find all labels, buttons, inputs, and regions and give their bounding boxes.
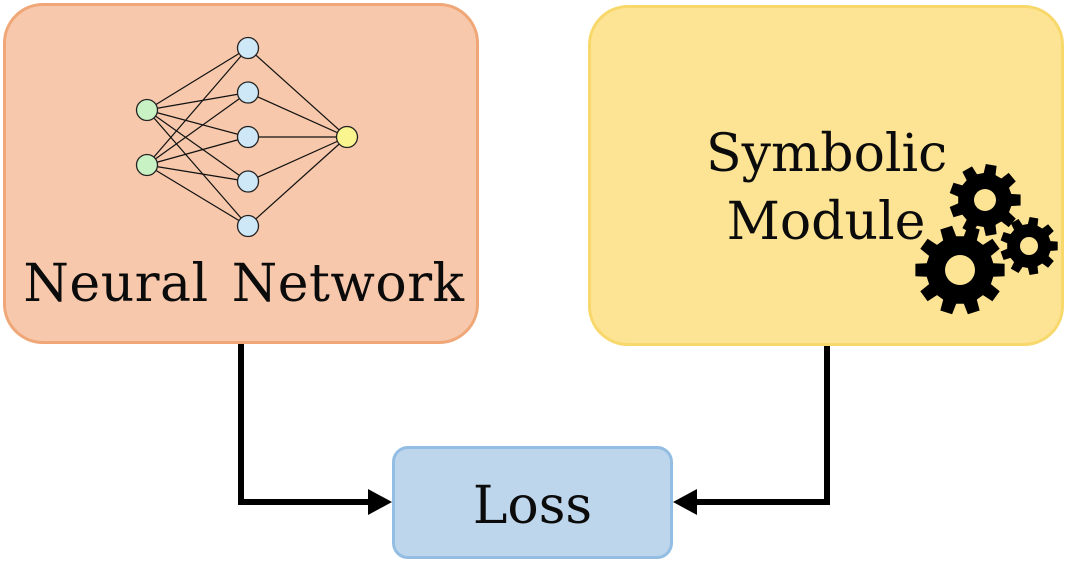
neural-network-label: Neural Network — [23, 254, 465, 314]
arrow-nn-to-loss — [238, 344, 392, 515]
symbolic-module-label-line2: Module — [726, 192, 926, 252]
network-node — [236, 36, 260, 60]
network-edge — [146, 164, 249, 183]
symbolic-module-label-line1: Symbolic — [706, 124, 948, 184]
network-node — [236, 81, 260, 104]
gear-hole — [974, 189, 996, 211]
gear-small-icon — [1000, 217, 1058, 275]
neural-network-box: Neural Network — [3, 3, 479, 344]
network-edge — [247, 136, 348, 227]
neural-network-icon — [135, 36, 359, 238]
gear-top-icon — [949, 164, 1021, 236]
symbolic-module-label: Symbolic Module — [706, 120, 948, 256]
gear-large-icon — [915, 225, 1005, 315]
gears-icon — [915, 164, 1058, 315]
network-node — [135, 98, 159, 122]
symbolic-module-box: Symbolic Module — [588, 5, 1064, 346]
network-edge — [146, 109, 249, 227]
network-node — [236, 170, 260, 193]
network-node — [236, 214, 260, 238]
network-edge — [247, 47, 348, 138]
network-node — [335, 125, 359, 149]
network-edge — [146, 109, 249, 138]
network-edge — [146, 91, 249, 111]
network-edge — [146, 47, 249, 111]
loss-label: Loss — [472, 476, 593, 536]
network-edge — [146, 136, 249, 166]
network-edge — [247, 136, 348, 183]
gear-hole — [1020, 237, 1038, 255]
network-node — [236, 125, 260, 149]
network-edge — [146, 92, 249, 166]
network-edge — [146, 164, 249, 227]
network-node — [135, 153, 159, 177]
network-edge — [146, 109, 249, 182]
gear-hole — [945, 255, 975, 285]
network-edge — [146, 47, 249, 166]
arrow-symbolic-to-loss — [673, 346, 830, 515]
loss-box: Loss — [392, 446, 673, 559]
network-edge — [247, 91, 348, 138]
